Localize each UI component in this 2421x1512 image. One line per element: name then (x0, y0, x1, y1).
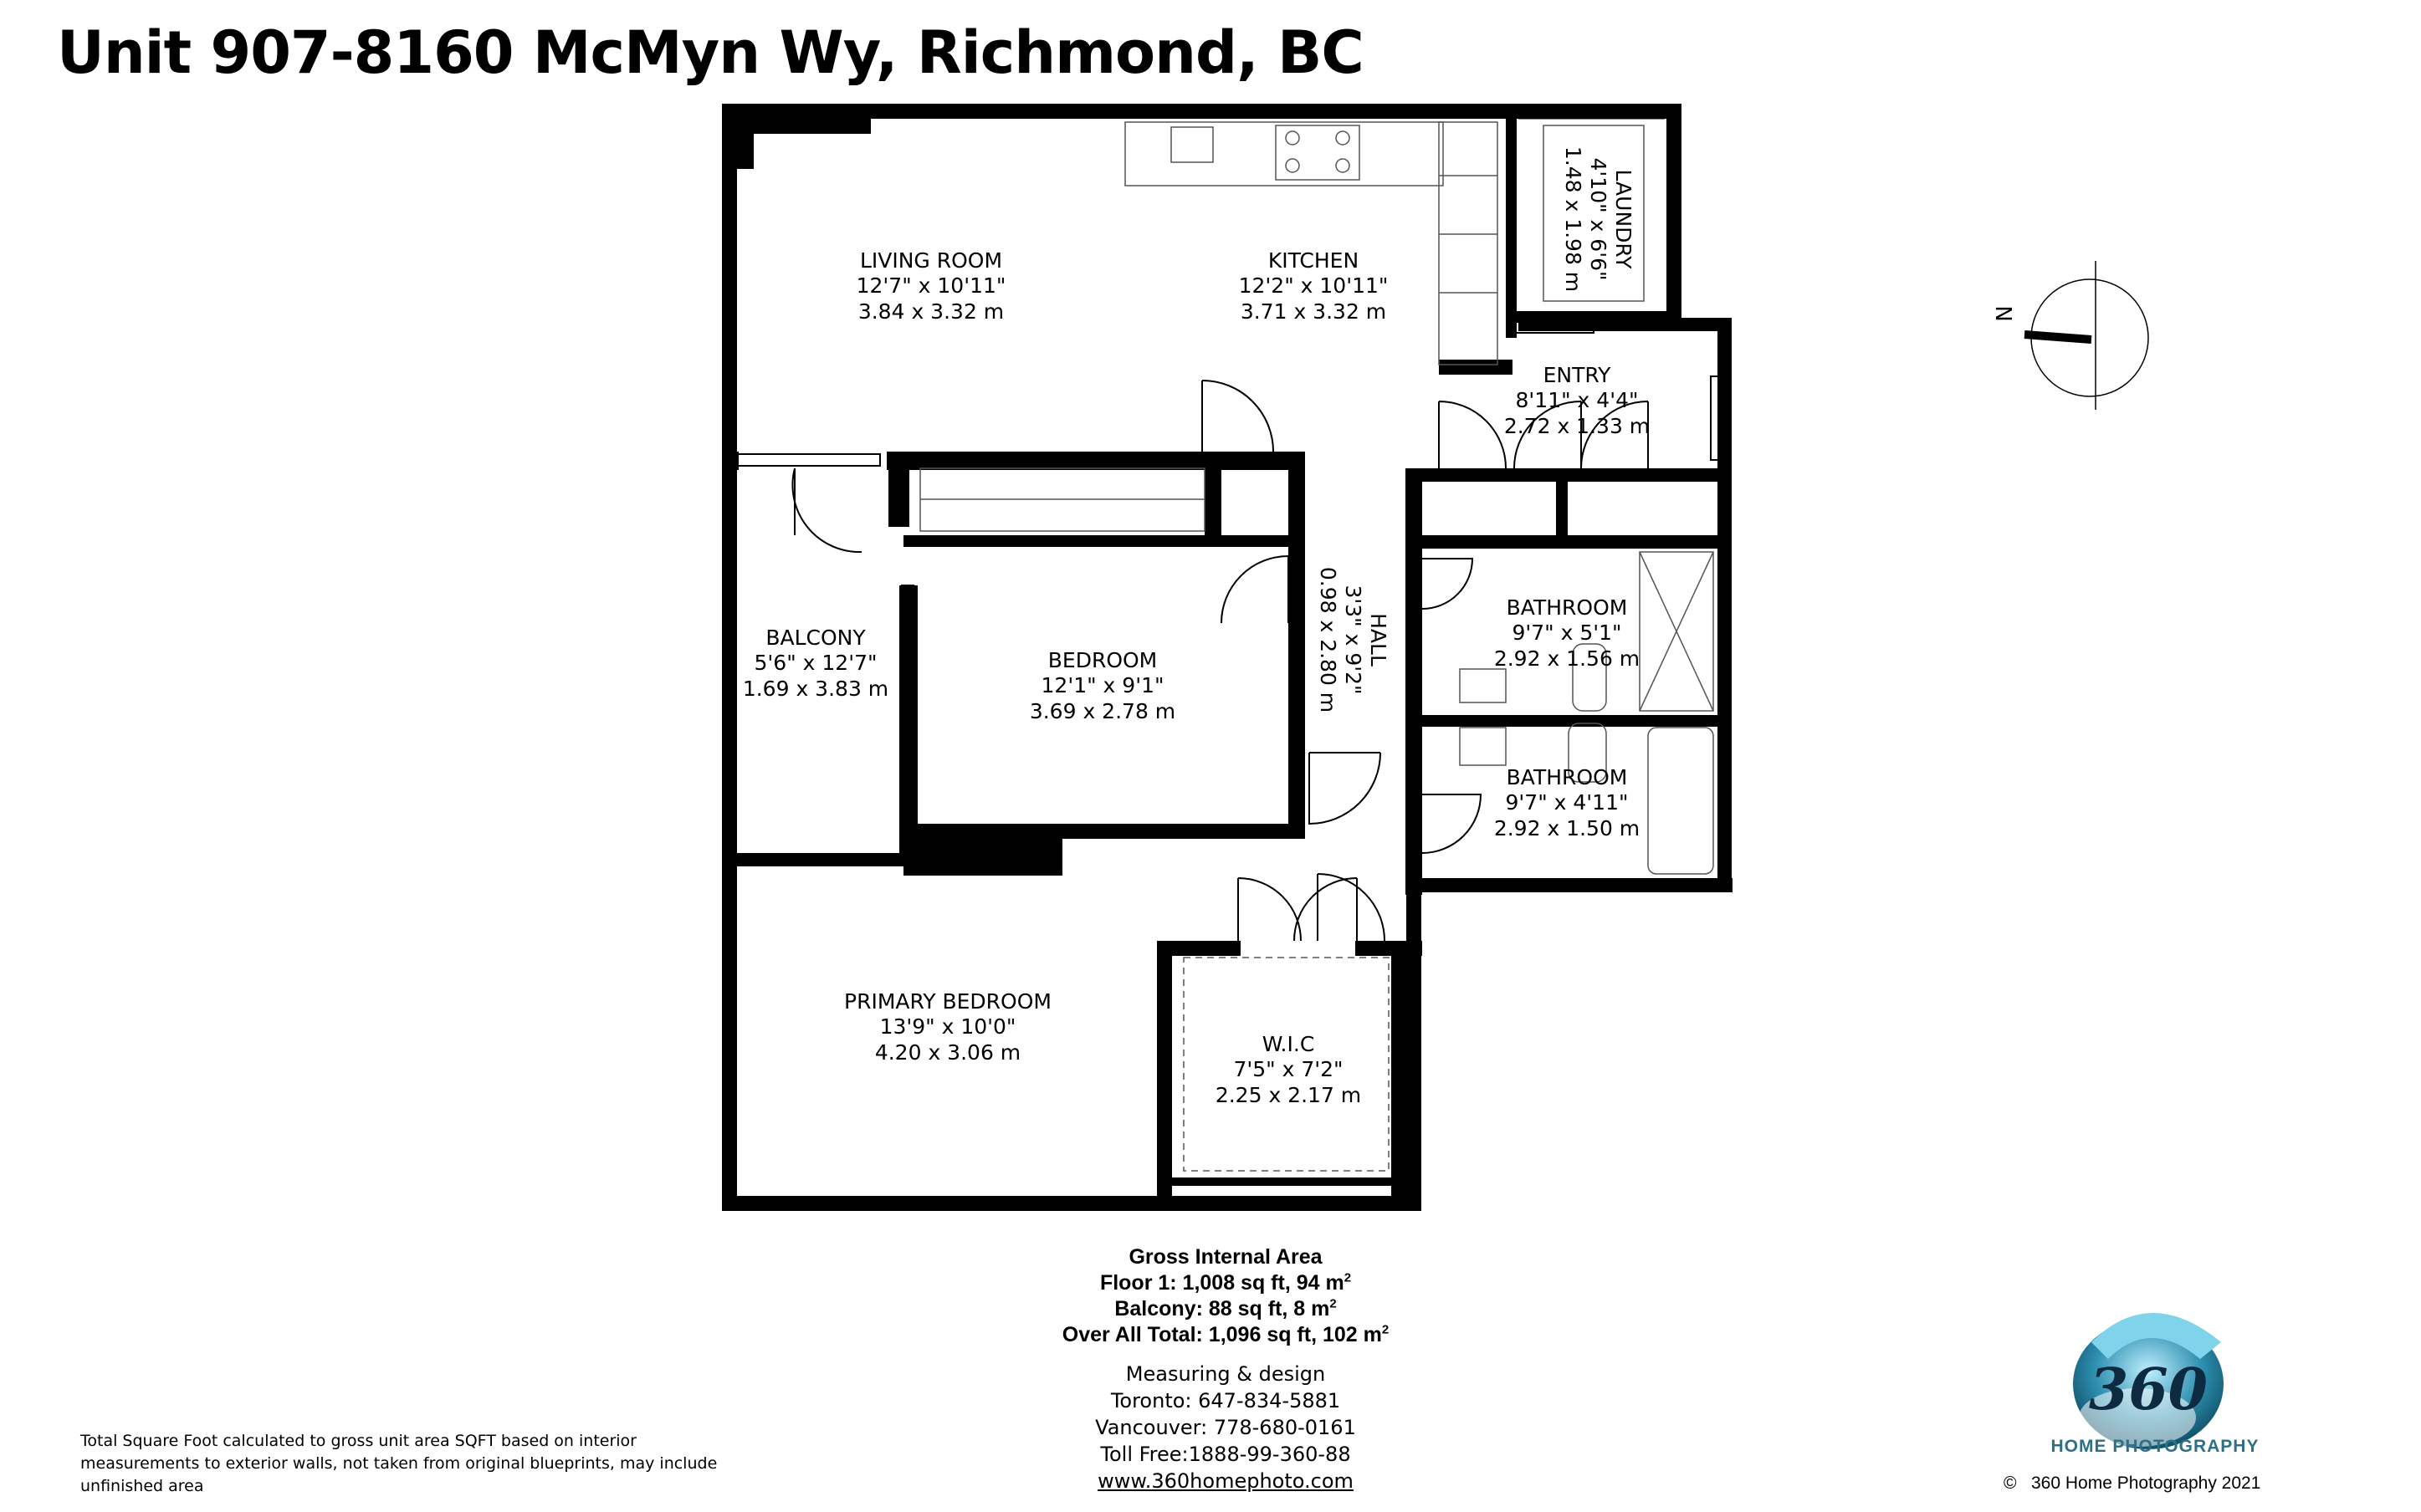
bathroom-2-label: BATHROOM (1507, 765, 1628, 789)
area-total: Over All Total: 1,096 sq ft, 102 m (1062, 1323, 1382, 1346)
hall-imperial: 3'3" x 9'2" (1341, 585, 1365, 694)
room-labels: LIVING ROOM 12'7" x 10'11" 3.84 x 3.32 m… (743, 146, 1650, 1107)
contact-toronto: Toronto: 647-834-5881 (1110, 1389, 1341, 1412)
living-room-metric: 3.84 x 3.32 m (858, 299, 1004, 324)
doors (791, 380, 1649, 942)
disclaimer-text: Total Square Foot calculated to gross un… (80, 1432, 718, 1495)
bathroom-2-imperial: 9'7" x 4'11" (1506, 790, 1629, 815)
north-arrow-icon: N (1993, 261, 2149, 410)
copyright-icon: © (2004, 1474, 2017, 1493)
area-balcony: Balcony: 88 sq ft, 8 m (1114, 1297, 1330, 1320)
area-floor1-line: Floor 1: 1,008 sq ft, 94 m2 (920, 1270, 1531, 1296)
bathroom-1-label: BATHROOM (1507, 595, 1628, 620)
360-logo-icon: 360 (2073, 1313, 2224, 1449)
area-heading: Gross Internal Area (1129, 1245, 1323, 1269)
balcony-imperial: 5'6" x 12'7" (755, 651, 878, 675)
contact-heading: Measuring & design (1125, 1362, 1326, 1386)
area-balcony-line: Balcony: 88 sq ft, 8 m2 (920, 1296, 1531, 1322)
copyright-line: © 360 Home Photography 2021 (2004, 1474, 2260, 1494)
laundry-metric: 1.48 x 1.98 m (1561, 146, 1585, 292)
logo-numeral: 360 (2089, 1356, 2208, 1423)
hall-label-group: HALL 3'3" x 9'2" 0.98 x 2.80 m (1316, 567, 1390, 713)
bedroom-imperial: 12'1" x 9'1" (1042, 673, 1164, 697)
primary-bedroom-imperial: 13'9" x 10'0" (880, 1014, 1016, 1039)
wic-imperial: 7'5" x 7'2" (1233, 1057, 1343, 1081)
primary-bedroom-metric: 4.20 x 3.06 m (875, 1040, 1021, 1065)
entry-metric: 2.72 x 1.33 m (1504, 414, 1650, 438)
bathroom-1-imperial: 9'7" x 5'1" (1512, 621, 1621, 645)
balcony-label: BALCONY (765, 626, 866, 650)
living-room-imperial: 12'7" x 10'11" (857, 273, 1006, 298)
page-title: Unit 907-8160 McMyn Wy, Richmond, BC (57, 18, 1364, 87)
entry-label: ENTRY (1543, 363, 1612, 387)
laundry-label-group: LAUNDRY 4'10" x 6'6" 1.48 x 1.98 m (1561, 146, 1635, 292)
bedroom-metric: 3.69 x 2.78 m (1030, 699, 1175, 723)
kitchen-metric: 3.71 x 3.32 m (1241, 299, 1386, 324)
logo-tagline: Home Photography (2050, 1437, 2260, 1456)
bathroom-2-metric: 2.92 x 1.50 m (1494, 816, 1640, 840)
contact-block: Measuring & design Toronto: 647-834-5881… (920, 1361, 1531, 1494)
area-total-sup: 2 (1381, 1322, 1390, 1337)
windows (724, 166, 1723, 1172)
entry-imperial: 8'11" x 4'4" (1516, 388, 1639, 412)
living-room-label: LIVING ROOM (860, 248, 1002, 273)
kitchen-label: KITCHEN (1268, 248, 1359, 273)
laundry-imperial: 4'10" x 6'6" (1586, 158, 1610, 281)
bathroom-1-metric: 2.92 x 1.56 m (1494, 646, 1640, 671)
hall-label: HALL (1366, 613, 1390, 667)
laundry-label: LAUNDRY (1611, 170, 1635, 270)
area-total-line: Over All Total: 1,096 sq ft, 102 m2 (920, 1322, 1531, 1348)
kitchen-imperial: 12'2" x 10'11" (1239, 273, 1389, 298)
wic-metric: 2.25 x 2.17 m (1216, 1083, 1361, 1107)
website-link[interactable]: www.360homephoto.com (1098, 1469, 1354, 1493)
bedroom-label: BEDROOM (1048, 648, 1158, 672)
gross-area-block: Gross Internal Area Floor 1: 1,008 sq ft… (920, 1244, 1531, 1348)
compass-n-label: N (1993, 305, 2018, 321)
copyright-text: 360 Home Photography 2021 (2031, 1474, 2261, 1493)
contact-tollfree: Toll Free:1888-99-360-88 (1100, 1443, 1351, 1466)
fixtures (919, 118, 1714, 1172)
hall-metric: 0.98 x 2.80 m (1316, 567, 1340, 713)
balcony-metric: 1.69 x 3.83 m (743, 677, 888, 701)
primary-bedroom-label: PRIMARY BEDROOM (844, 989, 1052, 1014)
area-balcony-sup: 2 (1329, 1296, 1337, 1311)
walls (722, 104, 1733, 1211)
area-floor1-sup: 2 (1344, 1270, 1352, 1285)
contact-vancouver: Vancouver: 778-680-0161 (1095, 1416, 1356, 1439)
area-floor1: Floor 1: 1,008 sq ft, 94 m (1099, 1271, 1344, 1295)
wic-label: W.I.C (1262, 1032, 1315, 1056)
